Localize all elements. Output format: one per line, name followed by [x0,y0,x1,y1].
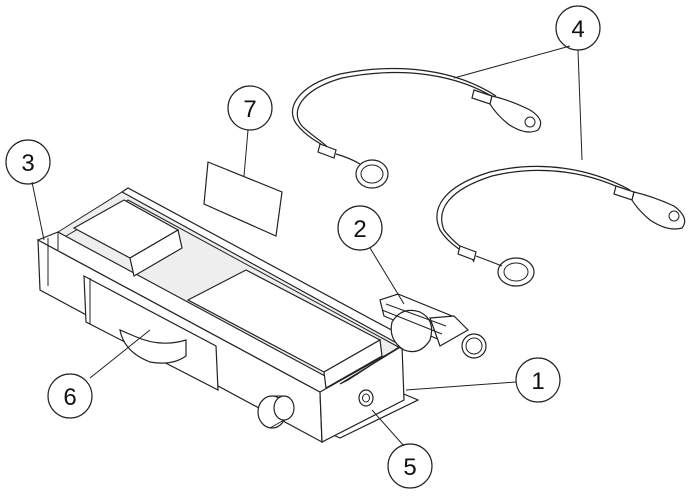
lanyard-cable-upper [291,67,542,189]
quick-release-clamp [379,293,487,359]
callout-4-label: 4 [571,16,584,43]
callout-2: 2 [337,205,383,251]
end-screw [358,389,374,407]
callout-5-label: 5 [403,454,416,481]
callout-3-label: 3 [21,150,34,177]
lanyard-cable-lower [436,165,686,287]
callout-7: 7 [227,85,273,131]
callout-4: 4 [555,5,601,51]
leader-lines [31,45,583,447]
callout-6: 6 [47,373,93,419]
callout-3: 3 [5,139,51,185]
label-plate [203,161,283,237]
callout-1-label: 1 [531,368,544,395]
callout-1: 1 [515,357,561,403]
callout-2-label: 2 [353,216,366,243]
callout-7-label: 7 [243,96,256,123]
side-knob [257,395,295,429]
callout-6-label: 6 [63,384,76,411]
front-cover-plate [83,274,219,392]
callout-5: 5 [387,443,433,489]
